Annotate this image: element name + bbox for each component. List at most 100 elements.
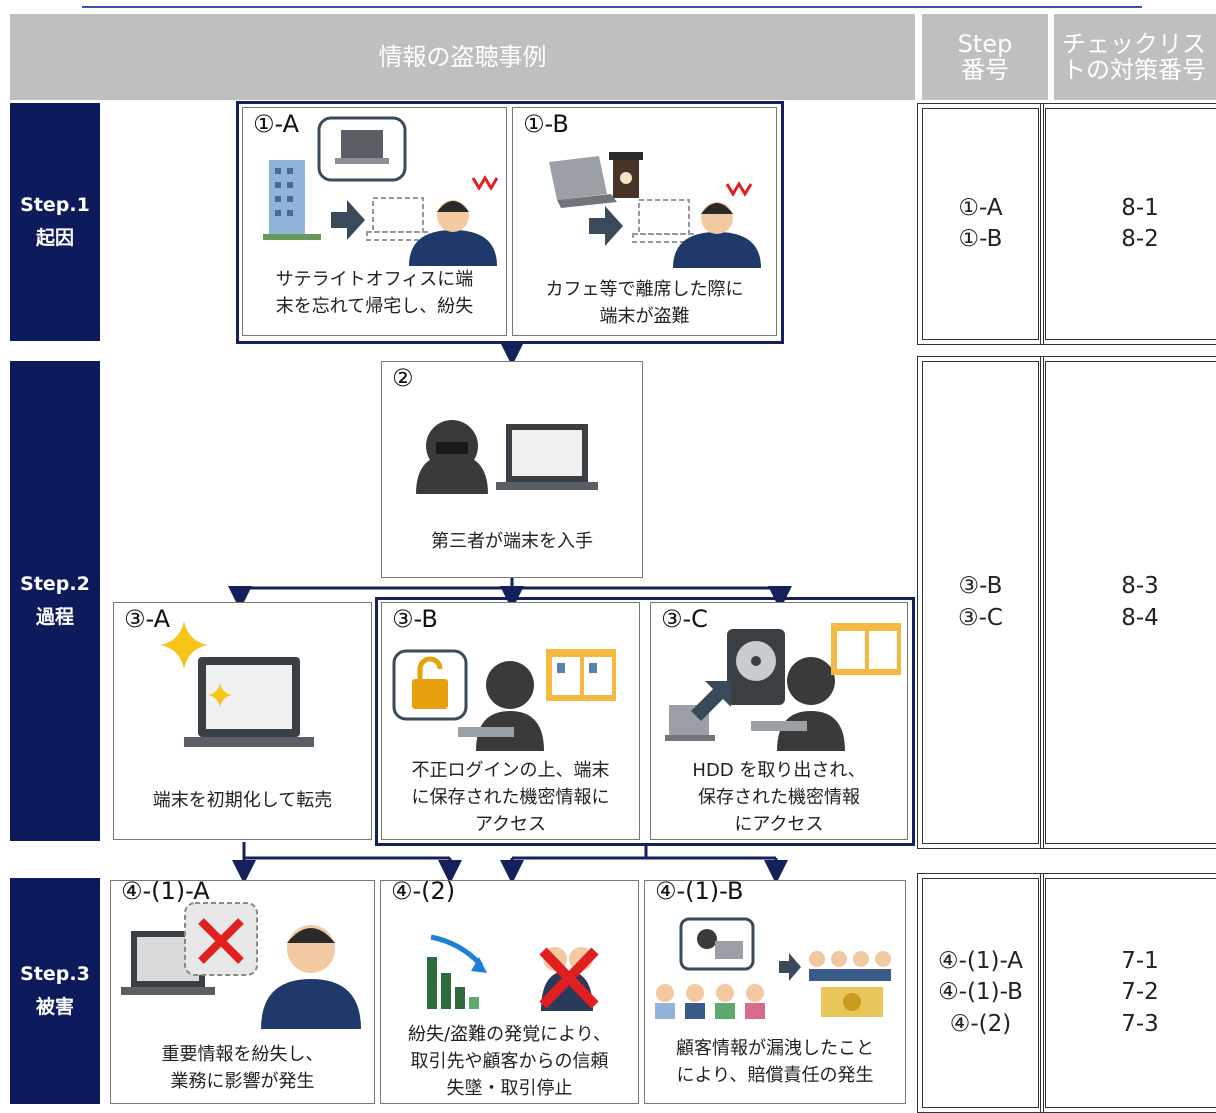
card-desc: 不正ログインの上、端末 に保存された機密情報に アクセス <box>382 757 639 838</box>
header-checklist: チェックリス トの対策番号 <box>1054 14 1216 100</box>
card-tag: ①-B <box>523 110 569 138</box>
step1-label: Step.1 起因 <box>10 103 100 341</box>
hooded-hacker-icon <box>751 657 845 751</box>
liability-illustration <box>655 917 891 1019</box>
coffee-cup-icon <box>609 152 643 198</box>
step-id: ①-A <box>958 194 1003 221</box>
card-tag: ④-(1)-A <box>121 880 210 905</box>
step-id: ④-(1)-B <box>938 979 1023 1006</box>
trust-loss-illustration <box>427 934 599 1011</box>
step-id: ④-(1)-A <box>937 948 1024 975</box>
document-folder-icon <box>546 649 616 701</box>
card-1b: ①-B カフェ等で離席した際に 端末が盗難 <box>512 107 777 336</box>
measure-id: 7-3 <box>1121 1010 1159 1037</box>
step2-label: Step.2 過程 <box>10 361 100 841</box>
cafe-laptop-illustration <box>549 152 761 268</box>
step1-name: 起因 <box>35 227 74 249</box>
unauthorized-login-illustration <box>392 649 616 751</box>
header-case-title: 情報の盗聴事例 <box>10 14 915 100</box>
measure-id: 8-4 <box>1121 604 1159 631</box>
step1-id-cell: ①-A ①-B <box>917 103 1044 345</box>
desc-line: カフェ等で離席した際に <box>545 279 744 300</box>
hooded-hacker-icon <box>416 420 488 494</box>
distressed-man-icon <box>409 175 499 266</box>
step3-label-text: Step.3 <box>20 962 90 985</box>
card-desc: 端末を初期化して転売 <box>114 787 371 814</box>
desc-line: サテライトオフィスに端 <box>275 269 474 290</box>
card-desc: HDD を取り出され、 保存された機密情報 にアクセス <box>651 757 907 838</box>
header-step-line1: Step <box>957 29 1013 58</box>
claimants-icon <box>809 951 891 981</box>
desc-line: 失墜・取引停止 <box>446 1078 573 1099</box>
desc-line: 端末を初期化して転売 <box>152 790 333 811</box>
building-icon <box>263 160 321 240</box>
desc-line: HDD を取り出され、 <box>692 760 866 781</box>
arrow-right-icon <box>779 953 801 981</box>
header-step-number: Step 番号 <box>922 14 1048 100</box>
step3-label: Step.3 被害 <box>10 878 100 1104</box>
header-step-line2: 番号 <box>961 56 1009 84</box>
desc-line: 第三者が端末を入手 <box>431 531 593 552</box>
measure-id: 7-1 <box>1121 948 1159 975</box>
distressed-man-icon <box>261 925 361 1029</box>
office-laptop-illustration <box>263 116 499 266</box>
sparkle-small-icon <box>208 683 232 707</box>
card-3c: ③-C HDD を取り出され、 保存された機密情報 にアクセス <box>650 602 908 840</box>
desc-line: 不正ログインの上、端末 <box>411 760 610 781</box>
card-4-1b: ④-(1)-B 顧客情報が漏洩したこと により、賠償責任の発生 <box>644 880 906 1104</box>
desc-line: に保存された機密情報に <box>411 787 610 808</box>
measure-id: 8-2 <box>1121 226 1159 252</box>
header-case-title-text: 情報の盗聴事例 <box>378 42 547 71</box>
card-desc: サテライトオフィスに端 末を忘れて帰宅し、紛失 <box>243 266 506 320</box>
reset-laptop-illustration <box>160 621 314 747</box>
desc-line: アクセス <box>474 814 547 835</box>
step-id: ③-B <box>958 573 1003 600</box>
card-desc: カフェ等で離席した際に 端末が盗難 <box>513 276 776 330</box>
cross-mark-icon <box>539 947 599 1009</box>
step2-name: 過程 <box>35 606 74 628</box>
step2-group-frame <box>375 597 915 846</box>
desc-line: 紛失/盗難の発覚により、 <box>408 1024 611 1045</box>
hooded-hacker-icon <box>458 661 544 751</box>
card-desc: 重要情報を紛失し、 業務に影響が発生 <box>111 1041 374 1095</box>
step2-label-text: Step.2 <box>20 572 90 595</box>
arrow-right-icon <box>331 200 365 240</box>
step1-group-frame <box>236 101 784 344</box>
card-3b: ③-B 不正ログインの上、端末 に保存された機密情報に アクセス <box>381 602 640 840</box>
card-tag: ③-C <box>661 605 708 633</box>
card-tag: ④-(1)-B <box>655 880 744 905</box>
lost-data-illustration <box>121 902 361 1029</box>
hard-disk-icon <box>727 629 785 705</box>
card-tag: ①-A <box>253 110 300 138</box>
step3-name: 被害 <box>35 996 74 1018</box>
card-tag: ③-B <box>392 605 438 633</box>
missing-laptop-icon <box>366 197 430 241</box>
card-desc: 紛失/盗難の発覚により、 取引先や顧客からの信頼 失墜・取引停止 <box>381 1021 638 1102</box>
card-2: ② 第三者が端末を入手 <box>381 361 643 578</box>
header-checklist-line2: トの対策番号 <box>1062 56 1206 84</box>
top-rule <box>82 6 1142 8</box>
desc-line: 取引先や顧客からの信頼 <box>410 1051 609 1072</box>
measure-id: 8-3 <box>1121 573 1159 600</box>
distressed-man-icon <box>673 181 761 268</box>
card-desc: 第三者が端末を入手 <box>382 528 642 555</box>
laptop-icon <box>184 657 314 747</box>
step-id: ③-C <box>958 604 1003 631</box>
card-tag: ④-(2) <box>391 880 456 905</box>
hdd-extraction-illustration <box>665 623 901 751</box>
card-tag: ② <box>392 364 414 392</box>
customers-icon <box>655 984 765 1019</box>
desc-line: にアクセス <box>734 814 824 835</box>
document-folder-icon <box>831 623 901 675</box>
desc-line: 端末が盗難 <box>599 306 690 327</box>
hacker-speech-icon <box>679 917 755 971</box>
laptop-icon <box>549 156 617 208</box>
desc-line: 業務に影響が発生 <box>170 1071 315 1092</box>
speech-laptop-icon <box>317 116 407 182</box>
declining-chart-icon <box>427 934 487 1009</box>
desc-line: により、賠償責任の発生 <box>676 1065 874 1086</box>
card-4-2: ④-(2) 紛失/盗難の発覚により、 取引先や顧客からの信頼 失墜・取引停止 <box>380 880 639 1104</box>
step-id: ①-B <box>958 226 1003 252</box>
